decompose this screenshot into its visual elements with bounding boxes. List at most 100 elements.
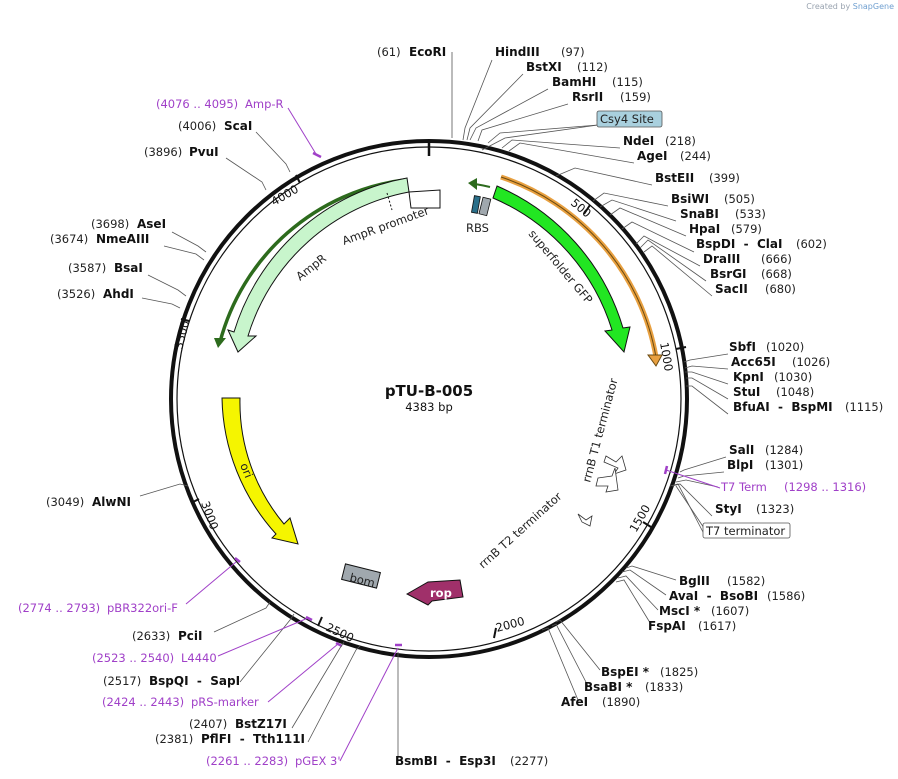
site-snabi-pos: (533) bbox=[735, 207, 766, 221]
primer-amp-r-name: Amp-R bbox=[245, 97, 284, 111]
rrnb-t1-terminator-shape-2 bbox=[595, 467, 619, 493]
site-styi-pos: (1323) bbox=[756, 502, 794, 516]
site-scai-pos: (4006) bbox=[178, 119, 216, 133]
site-fspai-name: FspAI bbox=[648, 619, 686, 633]
credit-prefix: Created by bbox=[806, 2, 851, 11]
site-bsai-pos: (3587) bbox=[68, 261, 106, 275]
ampr-label: AmpR bbox=[293, 251, 329, 283]
site-bsteii-pos: (399) bbox=[709, 171, 740, 185]
site-bglii-pos: (1582) bbox=[727, 574, 765, 588]
site-bspqi-sapi-name: BspQI - SapI bbox=[149, 674, 240, 688]
ori-label: ori bbox=[237, 461, 256, 480]
site-bstxi-pos: (112) bbox=[577, 60, 608, 74]
primer-t7-term-range: (1298 .. 1316) bbox=[784, 480, 866, 494]
site-alwni-name: AlwNI bbox=[92, 495, 131, 509]
site-agei-pos: (244) bbox=[680, 149, 711, 163]
site-sali-name: SalI bbox=[729, 443, 754, 457]
site-acc65i-pos: (1026) bbox=[792, 355, 830, 369]
primer-pgex3-range: (2261 .. 2283) bbox=[206, 754, 288, 768]
site-bglii-name: BglII bbox=[679, 574, 710, 588]
box-leader-lines bbox=[481, 124, 705, 529]
site-asei-pos: (3698) bbox=[91, 217, 129, 231]
site-msci-name: MscI * bbox=[659, 604, 701, 618]
primer-amp-r-range: (4076 .. 4095) bbox=[156, 97, 238, 111]
site-sali-pos: (1284) bbox=[765, 443, 803, 457]
site-fspai-pos: (1617) bbox=[698, 619, 736, 633]
site-bfuai-bspmi-pos: (1115) bbox=[845, 400, 883, 414]
primer-prs-marker-name: pRS-marker bbox=[191, 695, 259, 709]
site-bspei-name: BspEI * bbox=[601, 665, 650, 679]
site-hindiii-name: HindIII bbox=[495, 45, 540, 59]
primer-pgex3-name: pGEX 3' bbox=[295, 754, 341, 768]
site-sbfi-name: SbfI bbox=[729, 340, 756, 354]
ampr-arc bbox=[218, 178, 405, 343]
site-bstz17i-name: BstZ17I bbox=[235, 717, 287, 731]
primer-pbr322ori-f-name: pBR322ori-F bbox=[107, 601, 178, 615]
bom-block bbox=[340, 563, 382, 589]
site-bstz17i-pos: (2407) bbox=[189, 717, 227, 731]
bom-label: bom bbox=[348, 570, 376, 590]
primer-l4440-range: (2523 .. 2540) bbox=[92, 651, 174, 665]
t7-terminator-label: T7 terminator bbox=[705, 524, 785, 538]
site-pflfi-tth111i-name: PflFI - Tth111I bbox=[201, 732, 305, 746]
site-bfuai-bspmi-name: BfuAI - BspMI bbox=[733, 400, 833, 414]
ampr-arc-head bbox=[214, 338, 226, 348]
rrnb-t2-terminator-shape bbox=[577, 513, 593, 527]
tick-2000: 2000 bbox=[494, 614, 526, 635]
rbs-label: RBS bbox=[466, 221, 489, 235]
site-bsrgi-name: BsrGI bbox=[710, 267, 747, 281]
site-blpi-name: BlpI bbox=[727, 458, 753, 472]
snapgene-credit: Created by SnapGene bbox=[806, 2, 894, 11]
site-rsrii-pos: (159) bbox=[620, 90, 651, 104]
site-bsabi-pos: (1833) bbox=[645, 680, 683, 694]
site-sacii-pos: (680) bbox=[765, 282, 796, 296]
site-hpai-name: HpaI bbox=[689, 222, 720, 236]
site-styi-name: StyI bbox=[715, 502, 742, 516]
site-stui-pos: (1048) bbox=[776, 385, 814, 399]
site-asei-name: AseI bbox=[137, 217, 166, 231]
site-bsabi-name: BsaBI * bbox=[584, 680, 633, 694]
site-bsteii-name: BstEII bbox=[655, 171, 694, 185]
primer-leader-lines bbox=[185, 107, 721, 762]
site-draiii-pos: (666) bbox=[761, 252, 792, 266]
tick-3500: 3500 bbox=[171, 319, 192, 351]
site-bsmbi-esp3i-pos: (2277) bbox=[510, 754, 548, 768]
site-agei-name: AgeI bbox=[637, 149, 667, 163]
primer-prs-marker-range: (2424 .. 2443) bbox=[102, 695, 184, 709]
site-nmeaiii-pos: (3674) bbox=[50, 232, 88, 246]
ampr-promoter-arrow bbox=[408, 189, 441, 209]
site-pvui-name: PvuI bbox=[189, 145, 219, 159]
site-sbfi-pos: (1020) bbox=[766, 340, 804, 354]
right-site-labels: HindIII (97) BstXI (112) BamHI (115) Rsr… bbox=[395, 45, 883, 768]
site-nmeaiii-name: NmeAIII bbox=[96, 232, 149, 246]
site-bspei-pos: (1825) bbox=[660, 665, 698, 679]
site-afei-pos: (1890) bbox=[602, 695, 640, 709]
rrnb-t1-terminator-label: rrnB T1 terminator bbox=[579, 377, 620, 484]
site-blpi-pos: (1301) bbox=[765, 458, 803, 472]
csy4-site-box bbox=[596, 110, 663, 128]
site-stui-name: StuI bbox=[733, 385, 760, 399]
site-pflfi-tth111i-pos: (2381) bbox=[155, 732, 193, 746]
rop-label: rop bbox=[430, 586, 452, 600]
site-scai-name: ScaI bbox=[224, 119, 252, 133]
cds-arc-right-line bbox=[500, 176, 657, 358]
left-leader-lines bbox=[139, 131, 361, 743]
site-sacii-name: SacII bbox=[715, 282, 748, 296]
site-bspdi-clai-pos: (602) bbox=[796, 237, 827, 251]
ori-arrow bbox=[221, 397, 299, 545]
site-pvui-pos: (3896) bbox=[144, 145, 182, 159]
tick-1000: 1000 bbox=[657, 341, 676, 372]
snapgene-logo: SnapGene bbox=[852, 2, 894, 11]
primer-pbr322ori-f-range: (2774 .. 2793) bbox=[18, 601, 100, 615]
site-bamhi-pos: (115) bbox=[612, 75, 643, 89]
rbs-block bbox=[471, 195, 481, 214]
site-acc65i-name: Acc65I bbox=[731, 355, 776, 369]
site-ahdi-pos: (3526) bbox=[57, 287, 95, 301]
site-ahdi-name: AhdI bbox=[103, 287, 134, 301]
rrnb-t1-terminator-shape bbox=[603, 455, 627, 475]
site-draiii-name: DraIII bbox=[703, 252, 740, 266]
rbs-arrowhead bbox=[468, 178, 477, 190]
backbone-outer bbox=[169, 139, 689, 659]
left-site-labels: (61) EcoRI (4006) ScaI (3896) PvuI (3698… bbox=[46, 45, 446, 746]
